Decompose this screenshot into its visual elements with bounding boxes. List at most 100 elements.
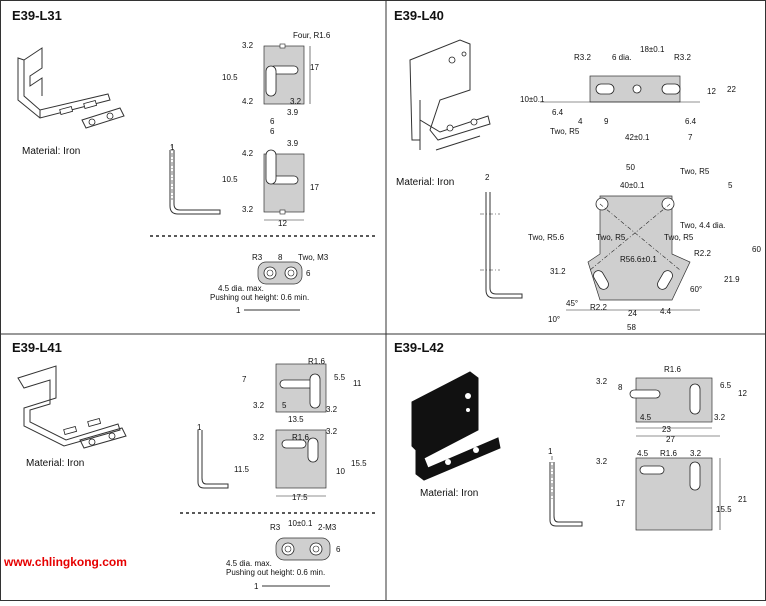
dim: 3.2 [714, 413, 726, 422]
dim: 1 [254, 582, 259, 591]
dim: 4 [578, 117, 583, 126]
dim: R3.2 [574, 53, 591, 62]
dim: 4.5 [637, 449, 649, 458]
bracket-sketch [411, 371, 501, 481]
dim: Two, 4.4 dia. [680, 221, 725, 230]
dim: 22 [727, 85, 736, 94]
panel-title: E39-L41 [12, 340, 62, 355]
dim: 4.4 [660, 307, 672, 316]
side-view [197, 430, 229, 489]
dim: 17 [616, 499, 625, 508]
nut-plate-view [244, 261, 303, 311]
dim: R56.6±0.1 [620, 255, 657, 264]
dim: R2.2 [694, 249, 711, 258]
dim: Pushing out height: 0.6 min. [226, 568, 325, 577]
dim: Two, R5 [596, 233, 626, 242]
dim: 27 [666, 435, 675, 444]
dim: 3.9 [287, 139, 299, 148]
dim: 12 [707, 87, 716, 96]
dim: 31.2 [550, 267, 566, 276]
dim: 17 [310, 63, 319, 72]
dim: 13.5 [288, 415, 304, 424]
dim: 23 [662, 425, 671, 434]
watermark: www.chlingkong.com [3, 555, 127, 569]
panel-title: E39-L40 [394, 8, 444, 23]
dim: 10±0.1 [520, 95, 545, 104]
dim: 4.5 dia. max. [218, 284, 264, 293]
dim: 7 [242, 375, 247, 384]
dim: 24 [628, 309, 637, 318]
panel-e39-l41: E39-L41 Material: Iron R1.6 7 5.5 11 3.2… [12, 340, 375, 591]
dim: 60° [690, 285, 702, 294]
bottom-view [263, 149, 305, 221]
dim: 15.5 [351, 459, 367, 468]
top-view [263, 43, 311, 105]
dim: 15.5 [716, 505, 732, 514]
bracket-sketch [17, 47, 125, 129]
dim: 1 [548, 447, 553, 456]
dim: 45° [566, 299, 578, 308]
dim: 10 [336, 467, 345, 476]
dim: 6.4 [552, 108, 564, 117]
side-view [480, 192, 523, 299]
dim: 1 [170, 143, 175, 152]
dim: 3.2 [690, 449, 702, 458]
dim: Four, R1.6 [293, 31, 331, 40]
dim: 6 [306, 269, 311, 278]
dim: 6 dia. [612, 53, 632, 62]
dim: 12 [278, 219, 287, 228]
top-view [629, 377, 720, 437]
dim: 3.2 [326, 427, 338, 436]
dim: 58 [627, 323, 636, 332]
dim: 10.5 [222, 175, 238, 184]
dim: 8 [618, 383, 623, 392]
dim: 3.2 [253, 433, 265, 442]
side-view [169, 144, 221, 215]
panel-title: E39-L31 [12, 8, 62, 23]
dim: R3.2 [674, 53, 691, 62]
dim: R1.6 [664, 365, 681, 374]
dim: 3.2 [253, 401, 265, 410]
dim: 11.5 [234, 465, 250, 474]
panel-e39-l31: E39-L31 Material: Iron 3.2 Four, R1.6 10… [12, 8, 375, 315]
dim: 2 [485, 173, 490, 182]
bottom-view [275, 429, 327, 497]
bottom-view [635, 457, 721, 531]
dim: 9 [604, 117, 609, 126]
dim: 18±0.1 [640, 45, 665, 54]
dim: 60 [752, 245, 761, 254]
dim: 50 [626, 163, 635, 172]
dim: Pushing out height: 0.6 min. [210, 293, 309, 302]
bracket-sketch [17, 365, 127, 449]
dim: Two, R5.6 [528, 233, 565, 242]
bracket-sketch [409, 39, 491, 151]
dim: 12 [738, 389, 747, 398]
dim: 10.5 [222, 73, 238, 82]
dim: 6.5 [720, 381, 732, 390]
dim: R1.6 [660, 449, 677, 458]
dim: R3 [270, 523, 281, 532]
dim: 10° [548, 315, 560, 324]
dim: Two, R5 [664, 233, 694, 242]
front-view [566, 195, 700, 311]
dim: 40±0.1 [620, 181, 645, 190]
dim: 4.5 [640, 413, 652, 422]
panel-title: E39-L42 [394, 340, 444, 355]
dim: 3.2 [596, 377, 608, 386]
dim: 3.2 [242, 205, 254, 214]
dim: Two, R5 [680, 167, 710, 176]
dim: R1.6 [308, 357, 325, 366]
dim: 3.2 [290, 97, 302, 106]
dim: 17 [310, 183, 319, 192]
dim: R3 [252, 253, 263, 262]
material-label: Material: Iron [420, 488, 478, 499]
dim: 10±0.1 [288, 519, 313, 528]
dim: 6 [336, 545, 341, 554]
dim: 2-M3 [318, 523, 337, 532]
nut-plate-view [262, 537, 331, 587]
dim: 1 [236, 306, 241, 315]
side-view [549, 456, 583, 527]
dim: 3.2 [242, 41, 254, 50]
top-view [275, 363, 327, 413]
